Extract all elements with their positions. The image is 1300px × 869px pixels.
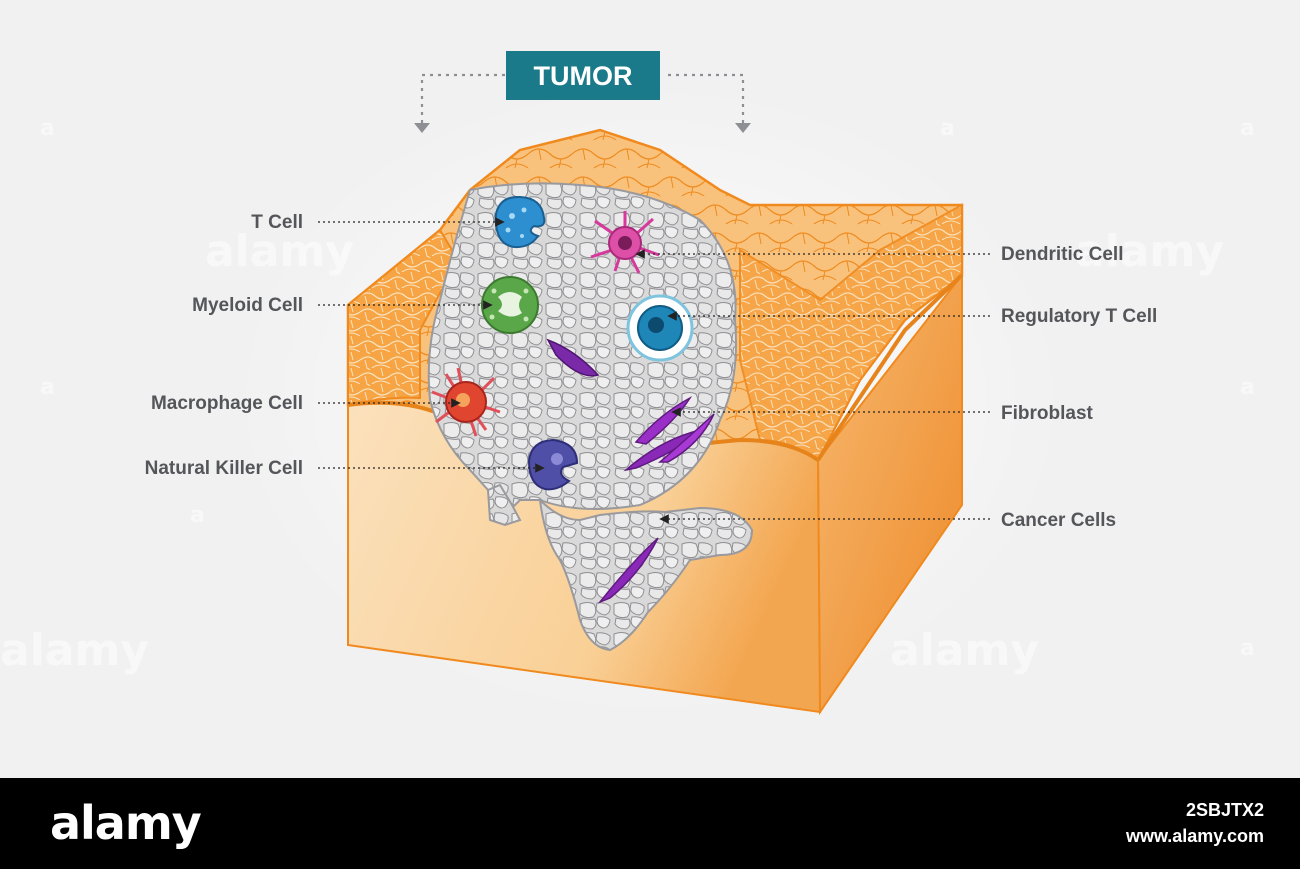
tumor-body <box>427 182 737 522</box>
footer-site: www.alamy.com <box>1125 826 1264 846</box>
watermark-stamp: a <box>1240 375 1255 400</box>
natural-killer-cell-icon <box>527 438 579 491</box>
tumor-fragment <box>486 483 522 527</box>
title: TUMOR <box>534 61 633 91</box>
macrophage-cell-icon <box>431 367 501 437</box>
myeloid-cell-icon <box>481 276 539 334</box>
tumor-mass <box>427 182 754 652</box>
label-fibroblast: Fibroblast <box>1001 403 1094 424</box>
labels-left: T Cell Myeloid Cell Macrophage Cell Natu… <box>145 212 303 479</box>
bracket-arrow-left <box>414 123 430 133</box>
regulatory-t-cell-icon <box>626 294 694 362</box>
title-group: TUMOR <box>414 51 751 133</box>
watermark-brand: alamy <box>0 625 149 676</box>
leader-lines <box>318 217 990 524</box>
label-myeloid-cell: Myeloid Cell <box>192 295 303 316</box>
label-regulatory-t-cell: Regulatory T Cell <box>1001 306 1157 327</box>
label-cancer-cells: Cancer Cells <box>1001 510 1116 531</box>
label-natural-killer-cell: Natural Killer Cell <box>145 458 303 479</box>
labels-right: Dendritic Cell Regulatory T Cell Fibrobl… <box>1001 244 1157 531</box>
t-cell-icon <box>494 195 546 249</box>
watermark-brand: alamy <box>205 226 354 277</box>
watermark-stamp: a <box>940 116 955 141</box>
watermark-stamp: a <box>40 116 55 141</box>
footer-logo: alamy <box>50 796 202 850</box>
dendritic-cell-icon <box>590 211 660 274</box>
watermark-brand: alamy <box>890 625 1039 676</box>
watermark-brand: alamy <box>1075 226 1224 277</box>
watermark-stamp: a <box>1240 636 1255 661</box>
label-dendritic-cell: Dendritic Cell <box>1001 244 1123 265</box>
label-t-cell: T Cell <box>251 212 303 233</box>
stock-footer: alamy 2SBJTX2 www.alamy.com <box>0 778 1300 869</box>
watermark-stamp: a <box>40 375 55 400</box>
cells <box>431 195 715 604</box>
label-macrophage-cell: Macrophage Cell <box>151 393 303 414</box>
bracket-arrow-right <box>735 123 751 133</box>
title-bracket <box>420 73 745 124</box>
watermark-stamp: a <box>190 503 205 528</box>
tumor-diagram: alamy alamy alamy alamy alamy a a a a a … <box>0 51 1255 720</box>
title-box <box>506 51 660 100</box>
footer-image-id: 2SBJTX2 <box>1185 800 1264 820</box>
tumor-invasion <box>538 497 754 652</box>
watermark-stamp: a <box>1240 116 1255 141</box>
